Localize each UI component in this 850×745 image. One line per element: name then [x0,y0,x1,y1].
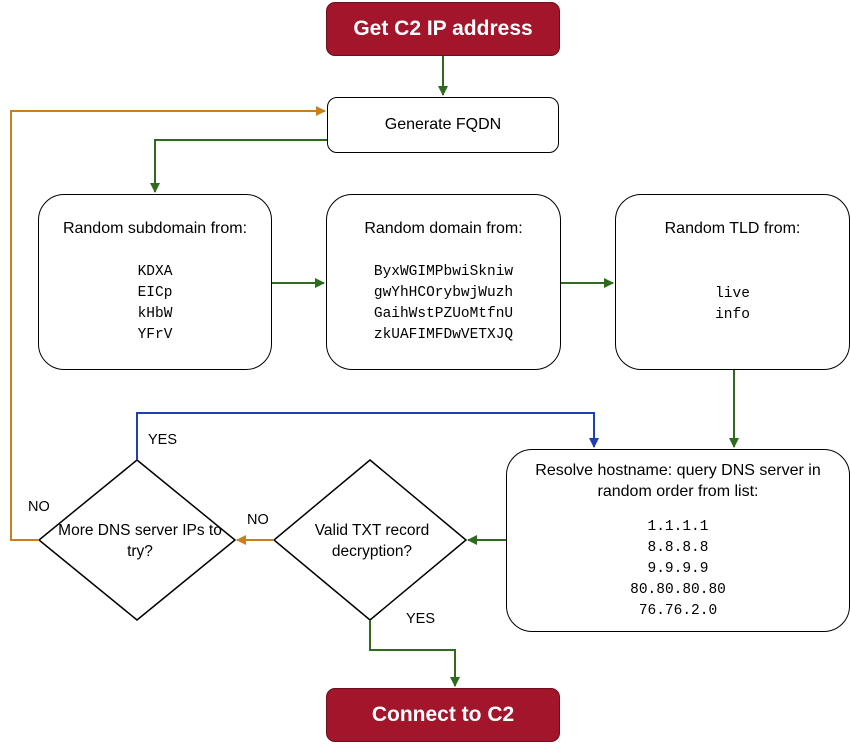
random-domain-title: Random domain from: [364,220,523,237]
end-node: Connect to C2 [326,688,560,742]
dns-server-item: 76.76.2.0 [638,603,718,619]
edge-generate-to-subdomain [150,139,327,193]
domain-item: ByxWGIMPbwiSkniw [373,264,514,280]
edge-label-no-left: NO [28,499,50,515]
dns-server-item: 8.8.8.8 [647,540,709,556]
edge-label-yes-bottom: YES [406,611,436,627]
tld-item: live [715,286,750,302]
subdomain-item: YFrV [137,327,173,343]
edge-label-no-mid: NO [247,512,269,528]
edge-valid-yes-to-end [369,620,460,687]
domain-item: gwYhHCOrybwjWuzh [373,285,514,301]
domain-list: ByxWGIMPbwiSkniw gwYhHCOrybwjWuzh GaihWs… [327,262,560,346]
valid-txt-decision-label: Valid TXT record decryption? [314,522,430,560]
random-tld-title: Random TLD from: [664,220,801,237]
dns-server-item: 80.80.80.80 [630,582,726,598]
random-subdomain-title: Random subdomain from: [62,220,248,237]
dns-server-list: 1.1.1.1 8.8.8.8 9.9.9.9 80.80.80.80 76.7… [507,517,849,622]
edge-more-yes-to-resolve [136,412,599,460]
subdomain-item: KDXA [137,264,173,280]
subdomain-list: KDXA EICp kHbW YFrV [39,262,271,346]
random-domain-node: Random domain from: ByxWGIMPbwiSkniw gwY… [326,194,561,370]
subdomain-item: kHbW [137,306,173,322]
random-subdomain-node: Random subdomain from: KDXA EICp kHbW YF… [38,194,272,370]
resolve-hostname-title: Resolve hostname: query DNS server in ra… [535,462,821,500]
edge-label-yes-top: YES [148,432,178,448]
tld-list: live info [616,284,849,326]
dns-server-item: 1.1.1.1 [647,519,709,535]
resolve-hostname-node: Resolve hostname: query DNS server in ra… [506,449,850,632]
domain-item: GaihWstPZUoMtfnU [373,306,514,322]
tld-item: info [715,307,750,323]
decision-more-dns-diamond [37,459,237,621]
subdomain-item: EICp [137,285,173,301]
start-node: Get C2 IP address [326,2,560,56]
random-tld-node: Random TLD from: live info [615,194,850,370]
generate-fqdn-node: Generate FQDN [327,97,559,153]
domain-item: zkUAFIMFDwVETXJQ [373,327,514,343]
more-dns-decision-label: More DNS server IPs to try? [58,522,222,560]
dns-server-item: 9.9.9.9 [647,561,709,577]
edge-more-no-to-generate [10,106,326,541]
